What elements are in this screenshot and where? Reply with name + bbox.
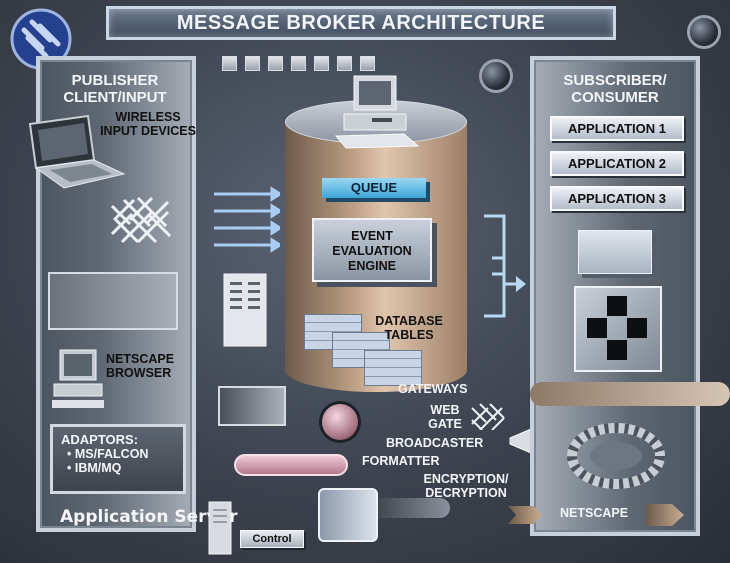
subscriber-heading: SUBSCRIBER/ CONSUMER (563, 72, 667, 106)
diagram-title: MESSAGE BROKER ARCHITECTURE (176, 12, 546, 34)
mesh-icon (110, 196, 172, 244)
adaptors-title: ADAPTORS: (61, 432, 139, 447)
encryption-pill (370, 498, 450, 518)
indicator-square (268, 56, 283, 71)
mesh-small-icon (471, 403, 505, 430)
server-tower-icon (208, 501, 232, 555)
ring-icon (567, 423, 665, 489)
indicator-squares (222, 56, 375, 71)
indicator-square (314, 56, 329, 71)
computer-icon (52, 349, 104, 408)
indicator-square (360, 56, 375, 71)
gateway-box (218, 386, 286, 426)
logo-icon (10, 8, 72, 70)
wireless-label: WIRELESS INPUT DEVICES (100, 110, 196, 138)
adaptor-item: • IBM/MQ (67, 461, 122, 475)
web-gate-label: WEB GATE (428, 403, 462, 431)
adaptors-box: ADAPTORS: • MS/FALCON • IBM/MQ (50, 424, 186, 494)
formatter-label: FORMATTER (362, 454, 440, 468)
publisher-heading: PUBLISHER CLIENT/INPUT (63, 72, 167, 106)
indicator-square (291, 56, 306, 71)
application-1-button[interactable]: APPLICATION 1 (550, 116, 684, 141)
indicator-square (245, 56, 260, 71)
gateways-label: GATEWAYS (398, 382, 468, 396)
app-server-label: Application Server (60, 507, 238, 527)
queue-box: QUEUE (322, 178, 426, 198)
input-box (48, 272, 178, 330)
indicator-square (222, 56, 237, 71)
sphere-pink-icon (322, 404, 358, 440)
cross-pattern-icon (587, 296, 647, 360)
workstation-icon (334, 75, 420, 149)
title-bar (106, 6, 616, 40)
adaptor-item: • MS/FALCON (67, 447, 149, 461)
database-tables-label: DATABASE TABLES (375, 314, 443, 342)
subscriber-box (578, 230, 652, 274)
broadcaster-label: BROADCASTER (386, 436, 484, 450)
sphere-icon (482, 62, 510, 90)
netscape-arrow (508, 504, 684, 526)
input-arrows (214, 186, 280, 253)
control-button[interactable]: Control (240, 530, 304, 548)
database-table (364, 350, 422, 386)
laptop-icon (28, 114, 126, 189)
subscriber-bar (530, 382, 730, 406)
sphere-icon (690, 18, 718, 46)
output-arrow (484, 214, 526, 318)
event-evaluation-engine: EVENT EVALUATION ENGINE (312, 218, 432, 282)
server-icon (223, 273, 267, 347)
netscape-browser-label: NETSCAPE BROWSER (106, 352, 175, 380)
application-3-button[interactable]: APPLICATION 3 (550, 186, 684, 211)
encryption-label: ENCRYPTION/ DECRYPTION (423, 472, 509, 500)
application-2-button[interactable]: APPLICATION 2 (550, 151, 684, 176)
cross-pattern-box (574, 286, 662, 372)
netscape-label: NETSCAPE (560, 506, 629, 520)
indicator-square (337, 56, 352, 71)
formatter-pill (234, 454, 348, 476)
encryption-box (318, 488, 378, 542)
